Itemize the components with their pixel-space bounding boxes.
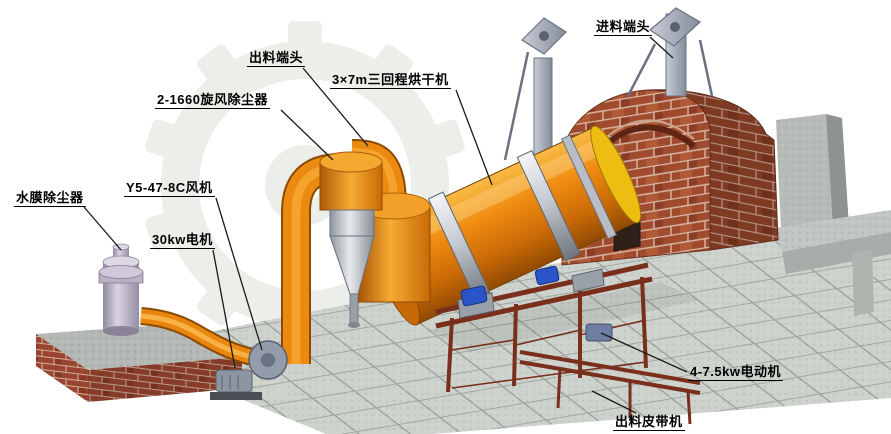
- leader-discharge-end: [302, 67, 369, 147]
- label-fan: Y5-47-8C风机: [124, 180, 215, 197]
- right-wall-and-table: [776, 114, 891, 316]
- gear-ring: [560, 134, 617, 240]
- label-motor-4-75kw: 4-7.5kw电动机: [688, 364, 783, 381]
- label-discharge-belt: 出料皮带机: [613, 414, 685, 431]
- label-discharge-belt-text: 出料皮带机: [615, 414, 683, 429]
- label-cyclone-collector-text: 2-1660旋风除尘器: [157, 92, 268, 107]
- label-motor-4-75kw-text: 4-7.5kw电动机: [690, 364, 781, 379]
- label-feed-end-text: 进料端头: [596, 19, 651, 34]
- label-water-film-collector-text: 水膜除尘器: [16, 190, 84, 205]
- bucket-elevator-right: [626, 7, 714, 97]
- leader-motor-4-75kw: [600, 332, 688, 373]
- label-motor-30kw: 30kw电机: [150, 232, 215, 249]
- cyclone-dust-collector: [319, 151, 383, 328]
- drive-motors: [460, 265, 560, 307]
- leader-cyclone: [280, 109, 334, 161]
- label-discharge-end: 出料端头: [247, 50, 306, 67]
- drum-shadow: [430, 282, 700, 352]
- discharge-belt-conveyor: [519, 350, 701, 425]
- leader-motor-30kw: [212, 249, 236, 369]
- fan-assembly: [210, 340, 288, 400]
- fan-outlet-pipe: [140, 307, 255, 366]
- label-fan-text: Y5-47-8C风机: [126, 180, 213, 195]
- belt-drive-motor: [585, 323, 613, 342]
- rotary-drum: [369, 125, 642, 326]
- label-dryer-text: 3×7m三回程烘干机: [332, 72, 449, 87]
- label-cyclone-collector: 2-1660旋风除尘器: [155, 92, 270, 109]
- feed-end-cap: [590, 125, 642, 224]
- brick-platform: [36, 323, 242, 402]
- label-feed-end: 进料端头: [594, 19, 653, 36]
- label-discharge-end-text: 出料端头: [249, 50, 304, 65]
- fan-motor-30kw: [215, 369, 253, 393]
- leader-lines: [83, 36, 688, 414]
- label-dryer: 3×7m三回程烘干机: [330, 72, 451, 89]
- label-water-film-collector: 水膜除尘器: [14, 190, 86, 207]
- bucket-elevator-left: [503, 17, 567, 171]
- riding-ring: [516, 149, 581, 262]
- tiled-floor: [152, 224, 891, 434]
- leader-feed-end: [649, 36, 674, 59]
- leader-belt: [591, 390, 637, 414]
- label-motor-30kw-text: 30kw电机: [152, 232, 213, 247]
- leader-dryer: [455, 89, 493, 186]
- leader-fan: [215, 197, 263, 351]
- leader-water-film: [83, 206, 122, 251]
